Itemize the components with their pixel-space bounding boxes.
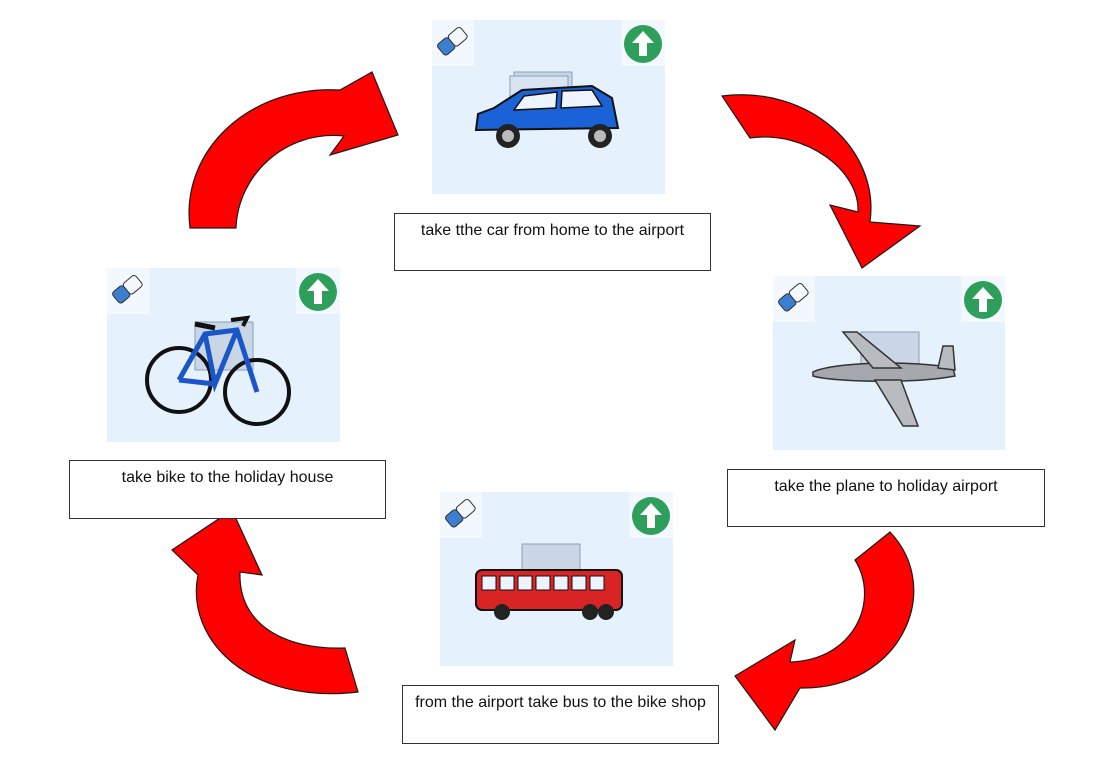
eraser-icon: [445, 498, 476, 528]
cycle-arrow-bottom-right: [734, 531, 915, 732]
step-caption: take tthe car from home to the airport: [394, 213, 711, 271]
eraser-button[interactable]: [107, 268, 149, 314]
upload-button[interactable]: [961, 276, 1005, 322]
step-caption: from the airport take bus to the bike sh…: [402, 685, 719, 744]
upload-button[interactable]: [629, 492, 673, 538]
eraser-icon: [437, 26, 468, 56]
step-caption: take the plane to holiday airport: [727, 469, 1045, 527]
step-caption: take bike to the holiday house: [69, 460, 386, 519]
upload-arrow-icon: [964, 281, 1002, 319]
upload-arrow-icon: [632, 497, 670, 535]
eraser-button[interactable]: [440, 492, 482, 538]
upload-arrow-icon: [299, 273, 337, 311]
eraser-button[interactable]: [432, 20, 474, 66]
eraser-icon: [778, 282, 809, 312]
plane-image: [812, 331, 956, 427]
upload-arrow-icon: [624, 25, 662, 63]
bus-image: [475, 543, 623, 620]
upload-button[interactable]: [296, 268, 340, 314]
upload-button[interactable]: [621, 20, 665, 66]
cycle-arrow-top-left: [188, 71, 399, 229]
bicycle-image: [145, 315, 291, 426]
step-card-bus: [440, 492, 673, 666]
cycle-arrow-bottom-left: [171, 509, 359, 695]
step-card-plane: [773, 276, 1005, 450]
eraser-button[interactable]: [773, 276, 815, 322]
car-image: [474, 71, 620, 148]
step-card-bicycle: [107, 268, 340, 442]
eraser-icon: [112, 274, 143, 304]
cycle-arrow-top-right: [720, 94, 922, 269]
step-card-car: [432, 20, 665, 194]
